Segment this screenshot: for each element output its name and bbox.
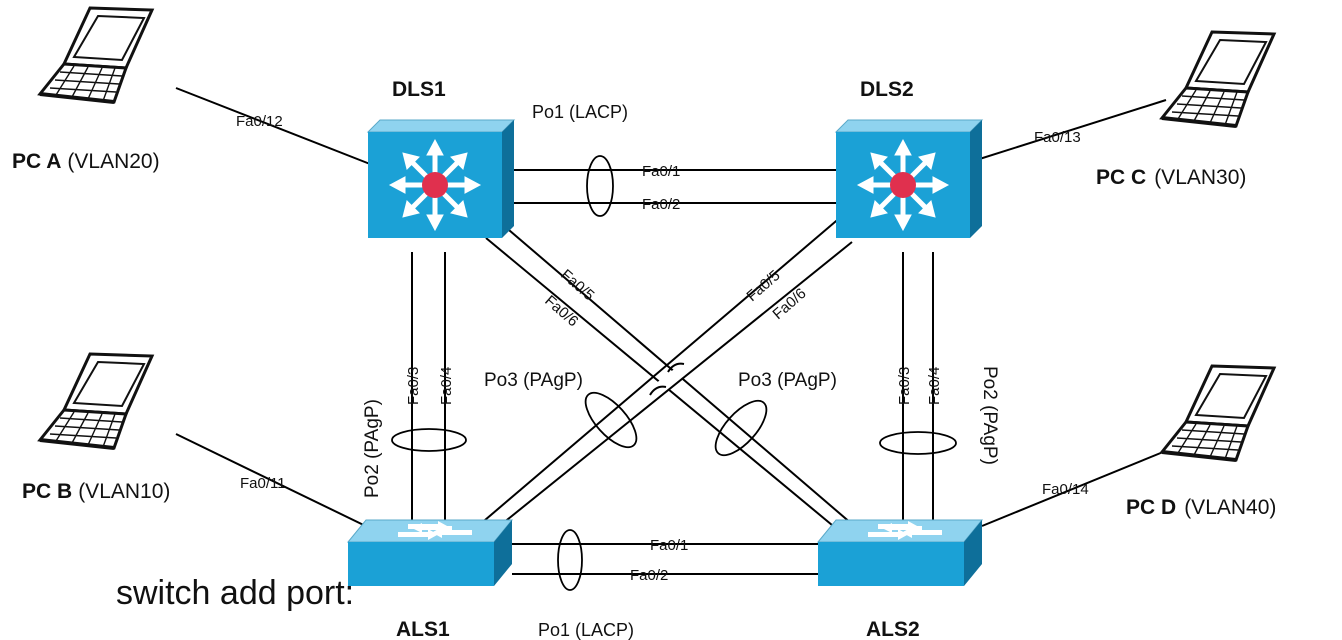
pc-links: [175, 87, 1169, 533]
link-als-bottom: [512, 529, 822, 591]
pc-c-port-label: Fa0/13: [1034, 129, 1081, 146]
dls2-diag-port2: Fa0/6: [769, 285, 809, 323]
link-right-vertical: [879, 252, 957, 522]
dls1-diag-port1: Fa0/5: [557, 266, 597, 304]
als1-label: ALS1: [396, 618, 450, 640]
pc-b-laptop-icon: [38, 352, 154, 450]
left-vertical-port2: Fa0/4: [438, 367, 455, 405]
po3-right-label: Po3 (PAgP): [738, 370, 837, 391]
po2-right-label: Po2 (PAgP): [979, 366, 1000, 465]
po1-top-label: Po1 (LACP): [532, 102, 628, 122]
als2-label: ALS2: [866, 618, 920, 640]
als1-switch-icon: [347, 519, 513, 587]
pc-b-port-label: Fa0/11: [240, 475, 286, 492]
po1-top-port2: Fa0/2: [642, 196, 680, 213]
pc-a-port-label: Fa0/12: [236, 113, 283, 130]
left-vertical-port1: Fa0/3: [405, 367, 422, 405]
pc-a-laptop-icon: [38, 6, 154, 104]
po1-bottom-port1: Fa0/1: [650, 537, 688, 554]
po3-left-label: Po3 (PAgP): [484, 370, 583, 391]
dls2-diag-port1: Fa0/5: [743, 267, 783, 305]
dls2-switch-icon: [836, 120, 982, 238]
po2-left-label: Po2 (PAgP): [362, 399, 383, 498]
link-left-vertical: [391, 252, 467, 526]
dls2-label: DLS2: [860, 78, 914, 101]
po1-bottom-label: Po1 (LACP): [538, 620, 634, 640]
right-vertical-port2: Fa0/4: [926, 367, 943, 405]
po1-bottom-port2: Fa0/2: [630, 567, 668, 584]
pc-a-label: PC A(VLAN20): [12, 150, 160, 173]
link-dls2-als1: [477, 215, 853, 533]
pc-c-laptop-icon: [1160, 30, 1276, 128]
pc-d-laptop-icon: [1160, 364, 1276, 462]
als2-switch-icon: [817, 519, 983, 587]
po1-top-port1: Fa0/1: [642, 163, 680, 180]
pc-b-label: PC B(VLAN10): [22, 480, 170, 503]
pc-c-label: PC C(VLAN30): [1096, 166, 1246, 189]
dls1-label: DLS1: [392, 78, 446, 101]
pc-d-label: PC D(VLAN40): [1126, 496, 1276, 519]
dls1-diag-port2: Fa0/6: [541, 292, 581, 330]
pc-d-port-label: Fa0/14: [1042, 481, 1089, 498]
link-dls-top: [502, 155, 836, 217]
right-vertical-port1: Fa0/3: [896, 367, 913, 405]
dls1-switch-icon: [368, 120, 514, 238]
background-text: switch add port:: [116, 574, 354, 612]
